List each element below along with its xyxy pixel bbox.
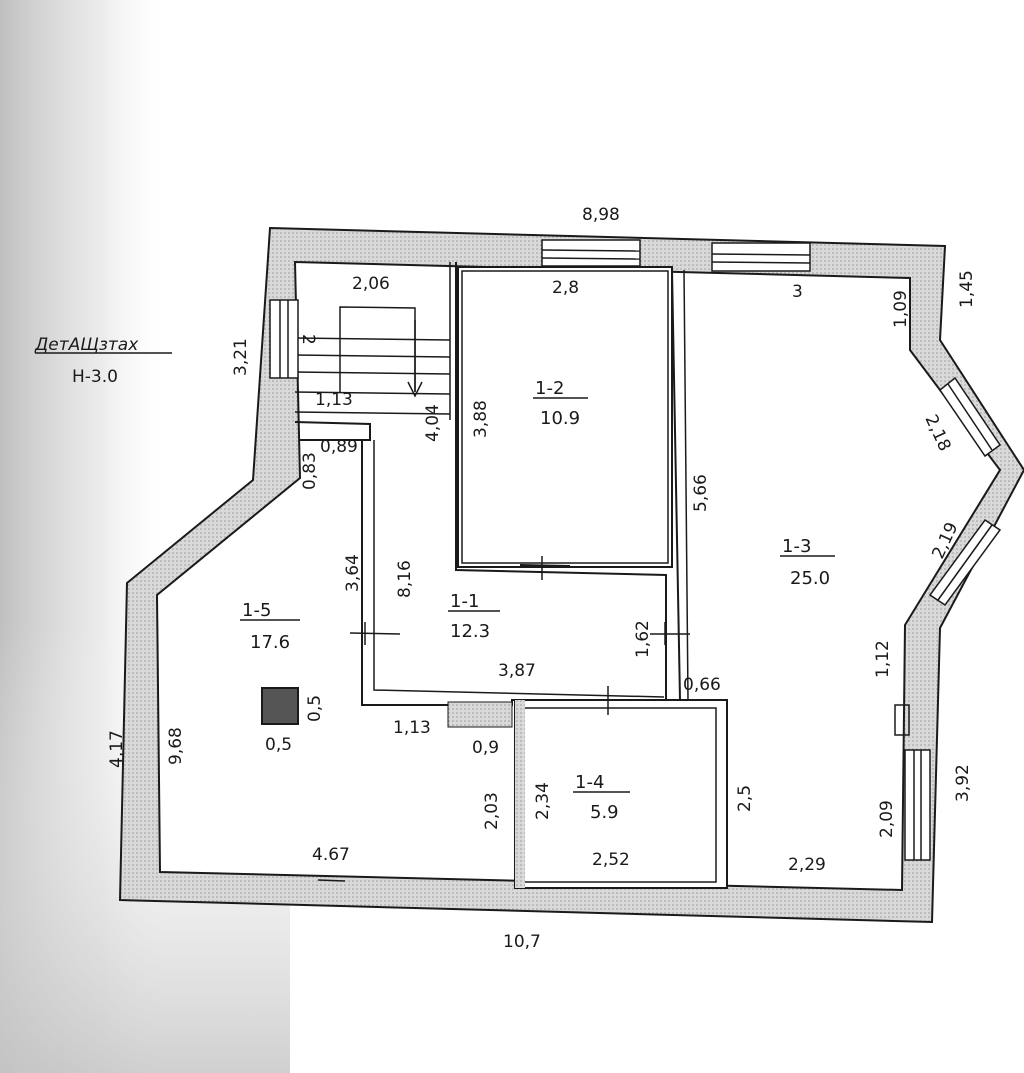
window-bay-upper [938, 376, 1002, 458]
dim-room3-bottom: 2,29 [788, 855, 826, 875]
room-1-3-wall [671, 269, 681, 701]
dim-room5-step: 1,13 [393, 718, 431, 738]
room-1-4-area: 5.9 [590, 802, 619, 823]
floor-label-name: ДетАЩзтах [34, 335, 139, 355]
dim-room5-right: 2,03 [482, 792, 502, 830]
dim-right-upper: 1,45 [957, 270, 977, 308]
dim-column-w: 0,5 [265, 735, 292, 755]
room-1-4-left-hatch [515, 700, 525, 888]
dim-room5-wall-inner: 9,68 [166, 727, 186, 765]
dim-room5-wall-outer: 4,17 [107, 730, 127, 768]
window-right [904, 749, 931, 861]
room-1-1-area: 12.3 [450, 621, 490, 642]
room-1-4-id: 1-4 [575, 772, 604, 793]
column [261, 687, 299, 725]
dim-room2-width: 2,8 [552, 278, 579, 298]
dim-room4-left: 2,34 [533, 782, 553, 820]
dim-room3-right-top: 1,09 [891, 290, 911, 328]
dim-room5-notch: 0,9 [472, 738, 499, 758]
room-1-3-area: 25.0 [790, 568, 830, 589]
room-1-3-wall-inner [683, 269, 689, 701]
window-stair [269, 299, 299, 379]
room-1-5-area: 17.6 [250, 632, 290, 653]
room-1-2-area: 10.9 [540, 408, 580, 429]
dim-room5-bottom: 4.67 [312, 845, 350, 865]
staircase [294, 262, 451, 441]
dim-stair-width: 2,06 [352, 274, 390, 294]
room-1-2-inner [461, 270, 669, 564]
dim-room4-right: 2,5 [735, 785, 755, 812]
dim-right-lower: 3,92 [953, 764, 973, 802]
dim-corridor-length: 8,16 [395, 560, 415, 598]
dim-bottom-total: 10,7 [503, 932, 541, 952]
dim-room3-right-bottom: 2,09 [877, 800, 897, 838]
room-1-3-id: 1-3 [782, 536, 811, 557]
room-1-5-id: 1-5 [242, 600, 271, 621]
dim-room3-right-mid: 1,12 [873, 640, 893, 678]
window-top-right [711, 242, 811, 272]
window-bay-lower [928, 518, 1002, 607]
door-marks [317, 556, 690, 882]
dim-corridor-right: 1,62 [633, 620, 653, 658]
room-1-4-wall-hatch [447, 701, 513, 728]
dim-stair-mark: 2 [298, 334, 318, 345]
dim-room4-bottom: 2,52 [592, 850, 630, 870]
dim-room3-top: 3 [792, 282, 803, 302]
dim-top-total: 8,98 [582, 205, 620, 225]
dim-room2-height: 3,88 [471, 400, 491, 438]
inner-floor [155, 260, 1002, 892]
window-top-left [541, 239, 641, 267]
dim-left-stair-wall: 3,21 [231, 338, 251, 376]
room-1-2-id: 1-2 [535, 378, 564, 399]
room-1-1-id: 1-1 [450, 591, 479, 612]
dim-corridor-left-top: 0,83 [300, 452, 320, 490]
dim-stair-step: 1,13 [315, 390, 353, 410]
right-wall-niche [894, 704, 910, 736]
dim-stair-length: 4,04 [423, 404, 443, 442]
room-1-4 [514, 699, 728, 889]
floor-label-height: H-3.0 [72, 367, 118, 387]
dim-door-offset: 0,66 [683, 675, 721, 695]
dim-corridor-top: 0,89 [320, 437, 358, 457]
dim-corridor-left: 3,64 [343, 554, 363, 592]
corridor-1-1-inner [373, 440, 665, 698]
room-label-underlines [35, 352, 835, 793]
dim-corridor-bottom: 3,87 [498, 661, 536, 681]
dim-column-h: 0,5 [305, 695, 325, 722]
dim-room3-left: 5,66 [691, 474, 711, 512]
room-1-2 [457, 266, 673, 568]
